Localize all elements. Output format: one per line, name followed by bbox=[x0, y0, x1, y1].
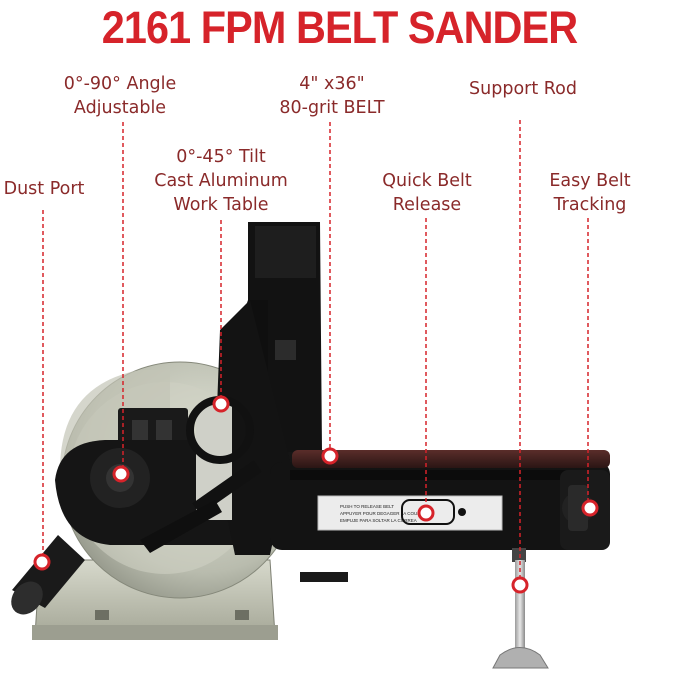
marker-support bbox=[511, 576, 529, 594]
callout-tilt-line-1: 0°-45° Tilt bbox=[176, 147, 266, 167]
callout-tilt-line-2: Cast Aluminum bbox=[154, 171, 288, 191]
callout-release-line-2: Release bbox=[392, 195, 462, 215]
callout-angle-line-1: 0°-90° Angle bbox=[63, 74, 177, 94]
callout-support-line-1: Support Rod bbox=[469, 79, 577, 99]
callout-release-line-1: Quick Belt bbox=[382, 171, 472, 191]
tracking-knob bbox=[562, 485, 594, 531]
support-rod bbox=[492, 548, 549, 669]
callout-angle-line-2: Adjustable bbox=[73, 98, 167, 118]
callout-tilt-label: 0°-45° Tilt Cast Aluminum Work Table bbox=[148, 145, 294, 217]
marker-tilt bbox=[212, 395, 230, 413]
marker-release bbox=[417, 504, 435, 522]
callout-belt-line-2: 80-grit BELT bbox=[279, 98, 385, 118]
marker-tracking bbox=[581, 499, 599, 517]
lever-handle bbox=[300, 572, 348, 582]
callout-tracking-line-2: Tracking bbox=[553, 195, 627, 215]
callout-belt-line-1: 4" x36" bbox=[299, 74, 365, 94]
belt-release-plate: PUSH TO RELEASE BELT APPUYER POUR DEGAGE… bbox=[317, 495, 503, 531]
callout-belt-label: 4" x36" 80-grit BELT bbox=[262, 72, 402, 120]
callout-angle-label: 0°-90° Angle Adjustable bbox=[50, 72, 190, 120]
callout-dust-label: Dust Port bbox=[0, 177, 94, 201]
callout-dust-line-1: Dust Port bbox=[3, 179, 85, 199]
release-plate-text-3: EMPUJE PARA SOLTAR LA CORREA bbox=[340, 518, 417, 523]
callout-tracking-line-1: Easy Belt bbox=[549, 171, 631, 191]
callout-support-label: Support Rod bbox=[458, 77, 588, 101]
callout-tilt-line-3: Work Table bbox=[173, 195, 269, 215]
callout-tracking-label: Easy Belt Tracking bbox=[540, 169, 640, 217]
product-title: 2161 FPM BELT SANDER bbox=[101, 2, 578, 53]
dust-port bbox=[11, 535, 85, 615]
callout-lines bbox=[42, 120, 589, 582]
callout-markers bbox=[33, 395, 599, 594]
callout-release-label: Quick Belt Release bbox=[372, 169, 482, 217]
release-plate-text-2: APPUYER POUR DEGAGER LA COURROIE bbox=[340, 511, 432, 516]
marker-belt bbox=[321, 447, 339, 465]
marker-dust bbox=[33, 553, 51, 571]
release-plate-text-1: PUSH TO RELEASE BELT bbox=[340, 504, 394, 509]
marker-angle bbox=[112, 465, 130, 483]
